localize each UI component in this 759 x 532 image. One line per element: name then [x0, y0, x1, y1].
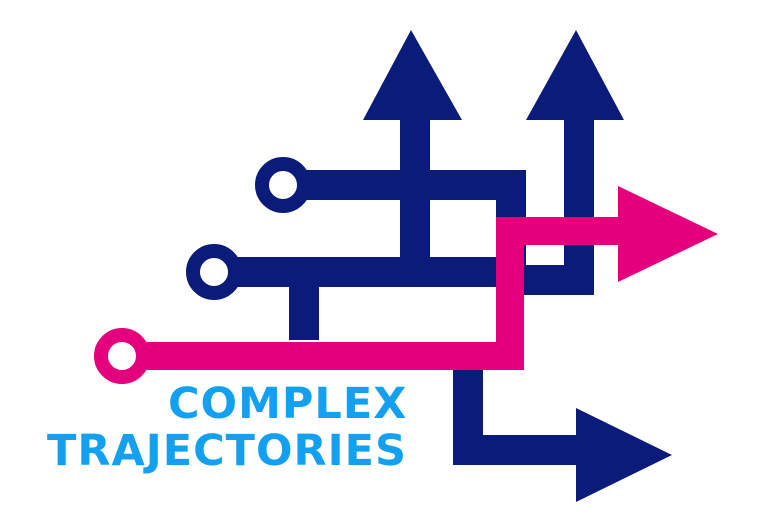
navy-trace-bottom: [453, 370, 582, 465]
right-arrow-icon: [576, 408, 672, 502]
magenta-trace-path: [140, 217, 630, 370]
logo-line-trajectories: TRAJECTORIES: [47, 426, 407, 476]
circle-node-icon: [186, 244, 242, 300]
logo-line-complex: COMPLEX: [168, 379, 408, 429]
up-arrow-icon: [526, 30, 624, 120]
right-arrow-icon: [618, 186, 718, 282]
navy-nodes: [186, 157, 311, 300]
navy-trace-right-stem: [511, 118, 594, 295]
circle-node-icon: [255, 157, 311, 213]
up-arrow-icon: [363, 30, 462, 120]
magenta-trace: [140, 217, 630, 370]
navy-arrowheads: [363, 30, 672, 502]
circle-node-icon: [94, 328, 150, 384]
